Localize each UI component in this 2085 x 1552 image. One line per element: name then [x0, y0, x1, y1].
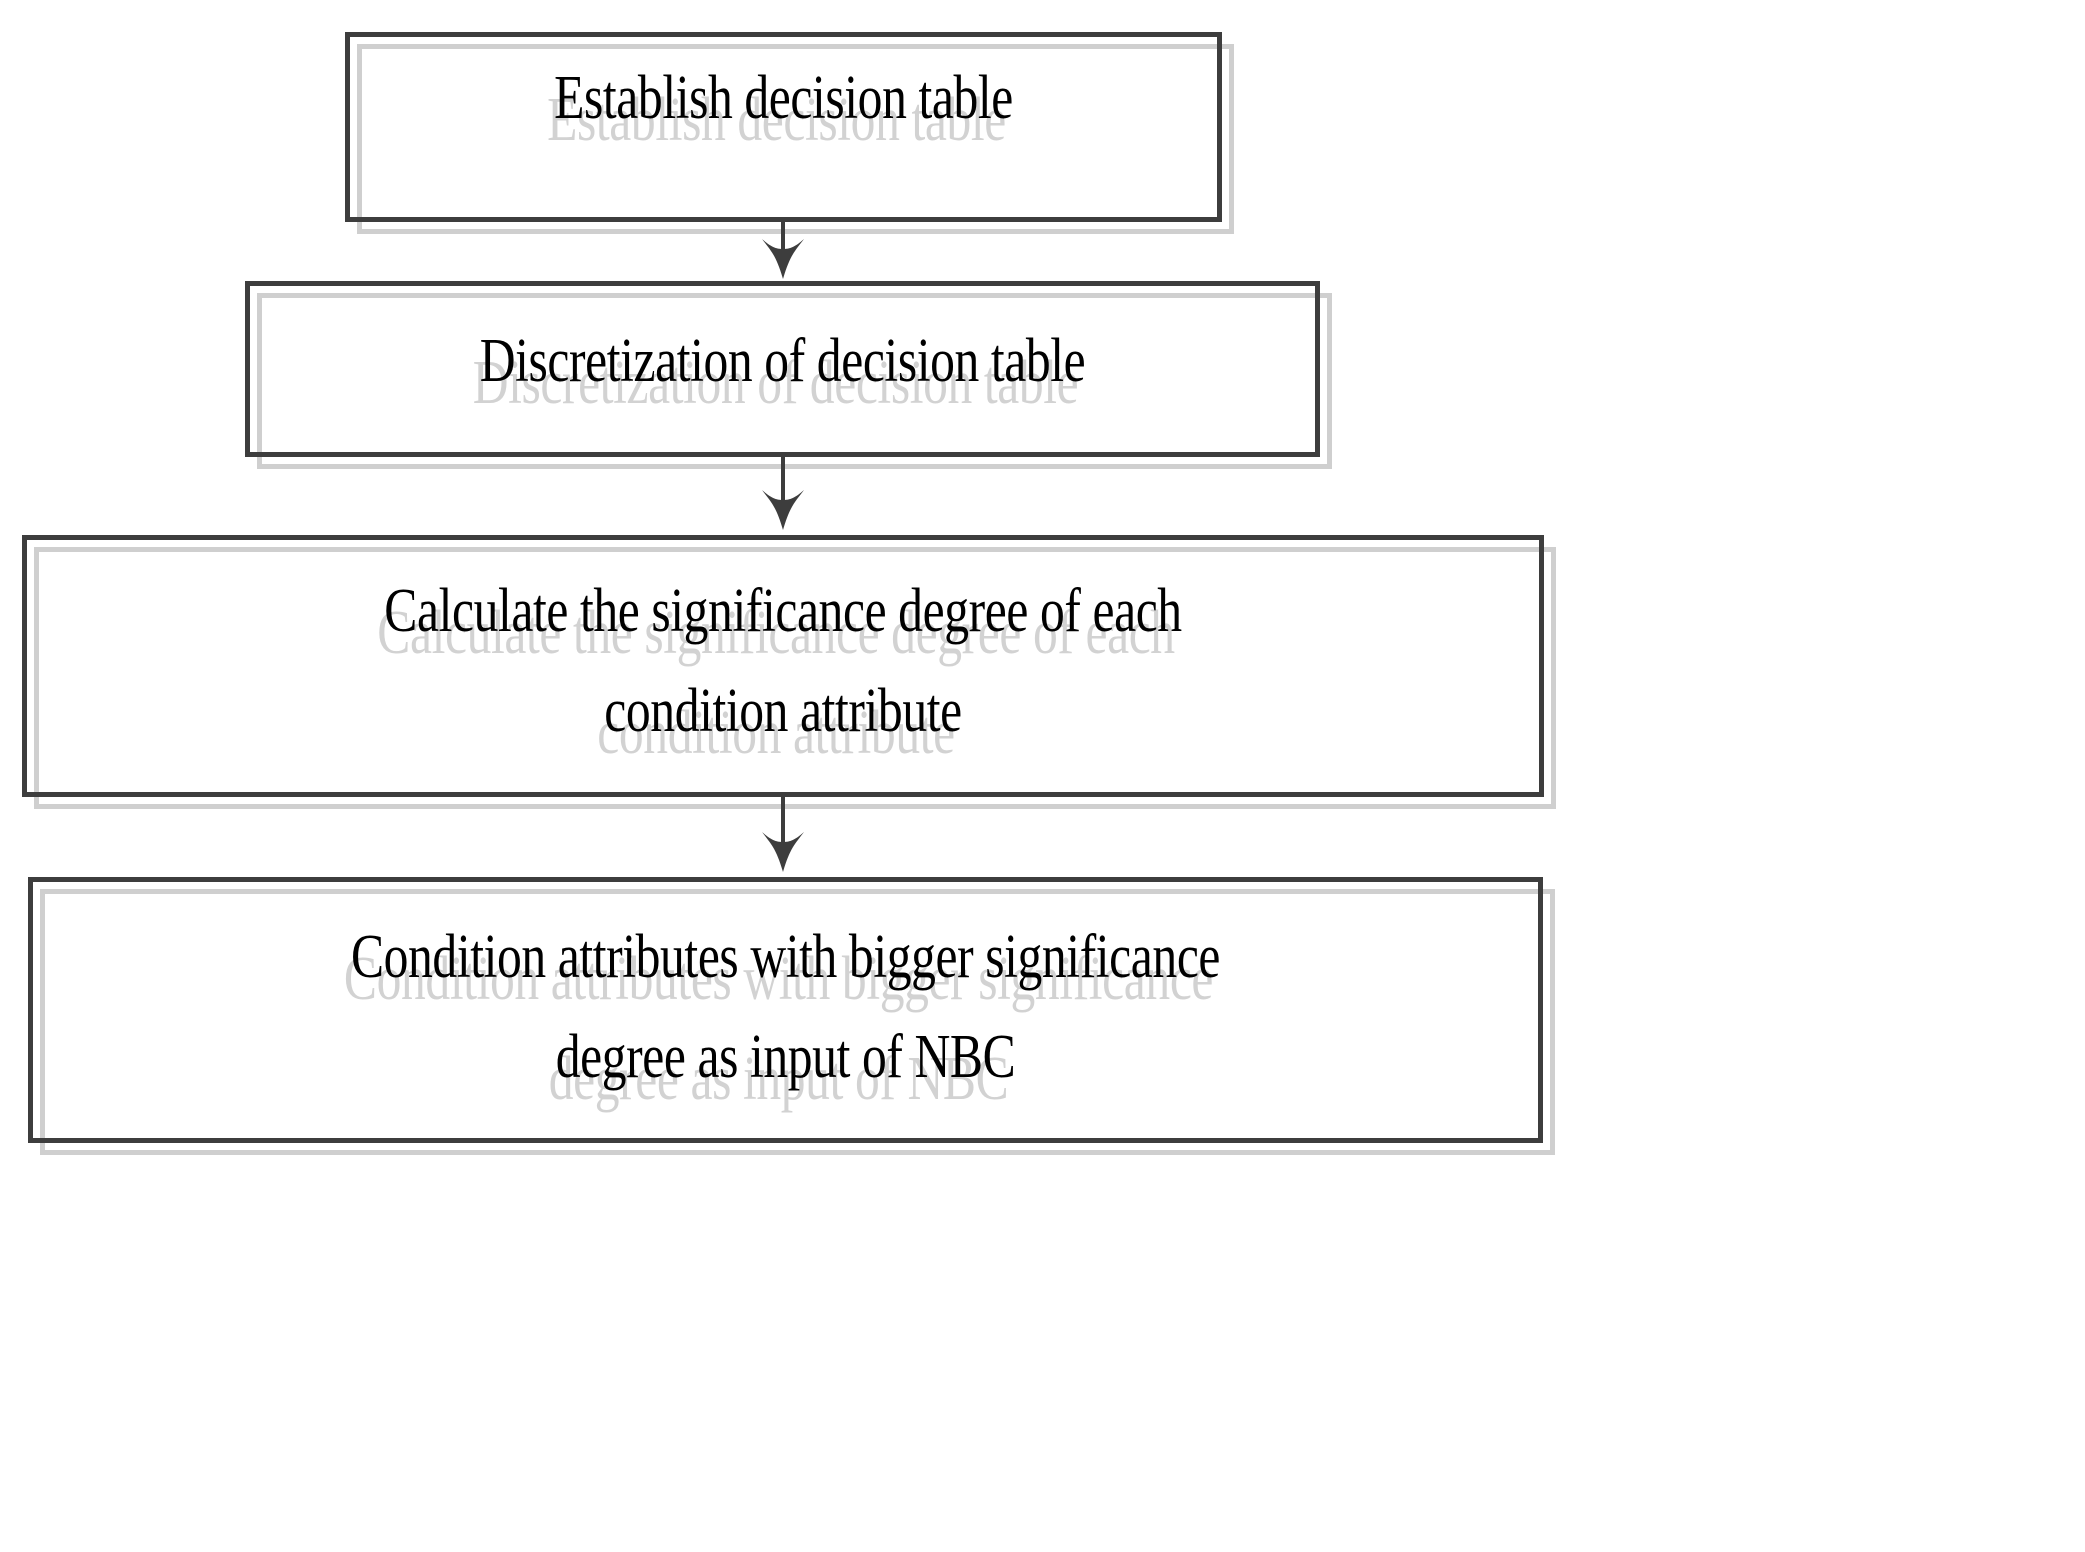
- edge-3-shaft: [781, 797, 785, 857]
- node-2-ghost-label: Discretization of decision table: [472, 349, 1079, 417]
- node-condition-attributes-input-nbc[interactable]: Condition attributes with bigger signifi…: [28, 877, 1543, 1143]
- node-2-label: Discretization of decision table: [479, 327, 1086, 395]
- node-3-ghost-label-line-2: condition attribute: [597, 699, 955, 767]
- node-4-ghost-label-line-2: degree as input of NBC: [548, 1045, 1009, 1113]
- node-3-ghost-outline: [34, 547, 1556, 809]
- node-2-ghost-outline: [257, 293, 1332, 469]
- node-establish-decision-table[interactable]: Establish decision table Establish decis…: [345, 32, 1222, 222]
- node-3-ghost-label-line-1: Calculate the significance degree of eac…: [377, 599, 1175, 667]
- node-3-label-line-1: Calculate the significance degree of eac…: [384, 577, 1182, 645]
- edge-1-shaft: [781, 222, 785, 266]
- node-3-label-line-2: condition attribute: [604, 677, 962, 745]
- node-calculate-significance-degree[interactable]: Calculate the significance degree of eac…: [22, 535, 1544, 797]
- node-1-ghost-outline: [357, 44, 1234, 234]
- edge-2-arrow: [0, 457, 1560, 537]
- node-4-label-line-2: degree as input of NBC: [555, 1023, 1016, 1091]
- edge-3-arrowhead: [760, 828, 806, 879]
- edge-1-arrow: [0, 222, 1560, 286]
- edge-2-arrowhead: [760, 486, 806, 537]
- node-4-label-line-1: Condition attributes with bigger signifi…: [350, 923, 1221, 991]
- node-1-ghost-label: Establish decision table: [547, 86, 1006, 154]
- edge-1-arrowhead: [760, 235, 806, 286]
- edge-3-arrow: [0, 797, 1560, 879]
- edge-2-shaft: [781, 457, 785, 515]
- node-4-ghost-outline: [40, 889, 1555, 1155]
- node-4-ghost-label-line-1: Condition attributes with bigger signifi…: [343, 945, 1214, 1013]
- node-1-label: Establish decision table: [554, 64, 1013, 132]
- node-discretization-of-decision-table[interactable]: Discretization of decision table Discret…: [245, 281, 1320, 457]
